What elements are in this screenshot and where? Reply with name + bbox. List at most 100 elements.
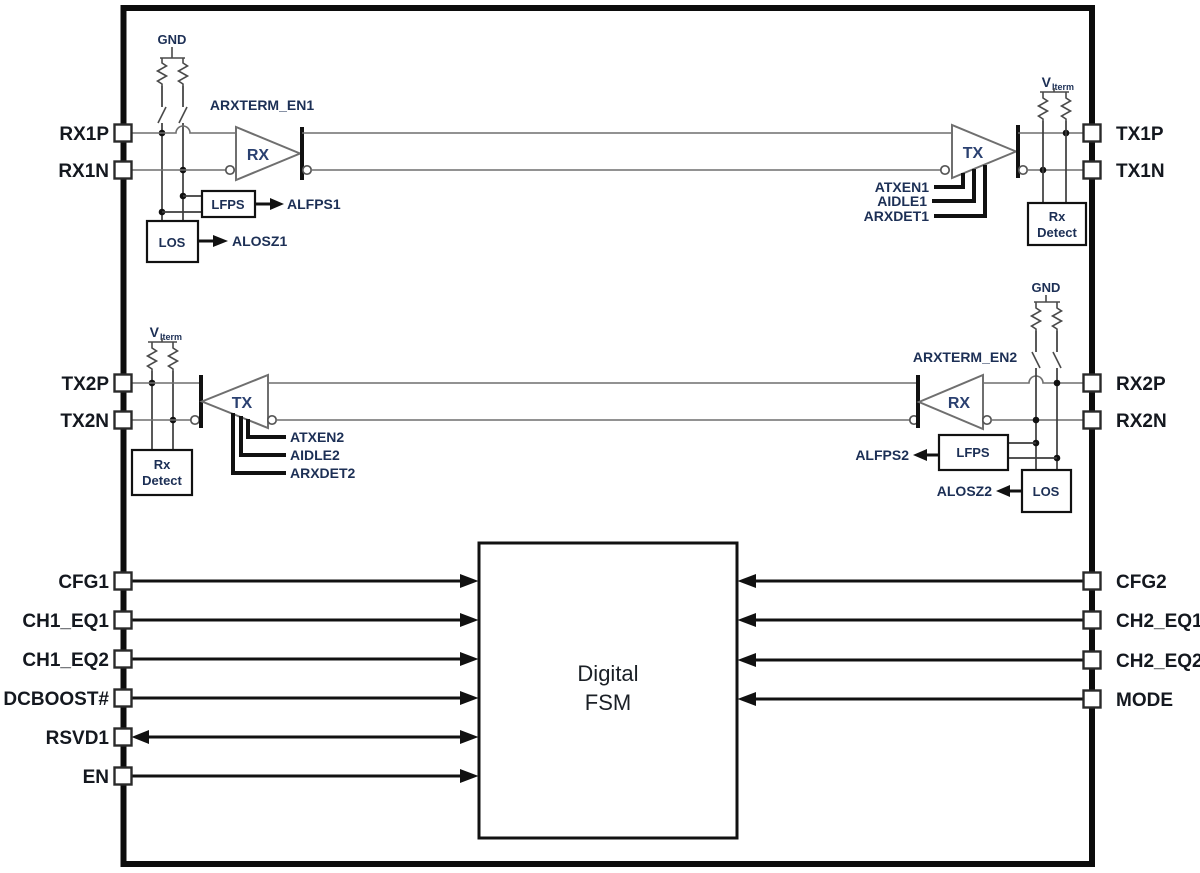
switch — [178, 106, 188, 124]
ch1-lfps-label: LFPS — [211, 197, 245, 212]
pin-dcboost — [113, 688, 133, 708]
fsm-box — [477, 541, 739, 840]
arrowhead — [270, 198, 284, 210]
ch1-los-block: LOS ALOSZ1 — [145, 219, 287, 264]
pin-tx1p — [1082, 123, 1102, 143]
resistor — [1059, 96, 1073, 121]
switch — [157, 106, 167, 124]
chip-outline — [120, 5, 1095, 867]
ch2-viterm-termination: V Iterm Rx Detect — [130, 324, 194, 497]
pin-label-mode: MODE — [1116, 690, 1173, 711]
pin-tx2p — [113, 373, 133, 393]
ch2-alfps-label: ALFPS2 — [855, 447, 909, 463]
ch2-atxen-label: ATXEN2 — [290, 429, 344, 445]
ch1-rx-label: RX — [247, 147, 270, 164]
fsm-right-arrows — [737, 574, 1084, 706]
pins — [113, 123, 1102, 786]
pin-label-ch2-eq1: CH2_EQ1 — [1116, 611, 1200, 632]
switch — [1052, 351, 1062, 369]
ch2-viterm-sub: Iterm — [160, 332, 182, 342]
channel1: GND ARXTERM_EN1 RX — [131, 32, 1088, 264]
resistor — [1029, 306, 1043, 331]
ch2-tx-label: TX — [232, 395, 253, 412]
pin-label-dcboost: DCBOOST# — [3, 689, 109, 710]
pin-label-cfg1: CFG1 — [58, 572, 109, 593]
ch2-los-block: LOS ALOSZ2 — [937, 468, 1073, 514]
pin-en — [113, 766, 133, 786]
resistor — [166, 346, 180, 371]
pin-label-cfg2: CFG2 — [1116, 572, 1167, 593]
fsm-title-line2: FSM — [585, 690, 631, 715]
ch2-alosz-label: ALOSZ2 — [937, 483, 992, 499]
resistor — [1036, 96, 1050, 121]
ch1-rx-triangle — [235, 125, 303, 182]
pin-label-tx1n: TX1N — [1116, 161, 1165, 182]
ch1-gnd-label: GND — [158, 32, 187, 47]
pin-label-rx2n: RX2N — [1116, 411, 1167, 432]
arrowhead — [213, 235, 228, 247]
arrowhead — [996, 485, 1010, 497]
ch1-gnd-termination: GND — [155, 32, 190, 221]
ch1-lfps-block: LFPS ALFPS1 — [162, 189, 341, 219]
ch1-alfps-label: ALFPS1 — [287, 196, 341, 212]
resistor — [145, 346, 159, 371]
ch1-tx-label: TX — [963, 145, 984, 162]
pin-mode — [1082, 689, 1102, 709]
ch2-rxdetect-line2: Detect — [142, 473, 182, 488]
ch2-arxterm-label: ARXTERM_EN2 — [913, 349, 1017, 365]
pin-label-tx2n: TX2N — [60, 411, 109, 432]
pin-ch2-eq2 — [1082, 650, 1102, 670]
ch2-los-label: LOS — [1033, 484, 1060, 499]
pin-label-ch1-eq2: CH1_EQ2 — [22, 650, 109, 671]
ch2-rx-label: RX — [948, 395, 971, 412]
ch2-viterm-label: V — [150, 324, 160, 340]
pin-label-rx1n: RX1N — [58, 161, 109, 182]
pin-label-rx1p: RX1P — [59, 124, 109, 145]
pin-tx1n — [1082, 160, 1102, 180]
pin-label-tx2p: TX2P — [61, 374, 109, 395]
ch1-viterm-label: V — [1042, 74, 1052, 90]
pin-rsvd1 — [113, 727, 133, 747]
ch1-arxterm-label: ARXTERM_EN1 — [210, 97, 314, 113]
ch2-rxdetect-line1: Rx — [154, 457, 171, 472]
ch1-tx-controls: ATXEN1 AIDLE1 ARXDET1 — [864, 165, 987, 224]
ch2-arxdet-label: ARXDET2 — [290, 465, 356, 481]
ch2-lfps-label: LFPS — [956, 445, 990, 460]
ch2-lfps-block: LFPS ALFPS2 — [855, 433, 1057, 472]
ch2-rx-detect-box — [130, 448, 194, 497]
ch1-atxen-label: ATXEN1 — [875, 179, 929, 195]
pin-ch2-eq1 — [1082, 610, 1102, 630]
pin-label-rx2p: RX2P — [1116, 374, 1166, 395]
pin-label-rsvd1: RSVD1 — [46, 728, 110, 749]
ch1-tx-triangle — [951, 123, 1019, 180]
ch1-viterm-sub: Iterm — [1052, 82, 1074, 92]
ch1-los-label: LOS — [159, 235, 186, 250]
ch1-alosz-label: ALOSZ1 — [232, 233, 287, 249]
pin-ch1-eq2 — [113, 649, 133, 669]
pin-rx1p — [113, 123, 133, 143]
channel2: V Iterm Rx Detect TX — [130, 280, 1084, 514]
fsm-section: Digital FSM — [131, 541, 1084, 840]
arrowhead — [913, 449, 927, 461]
ch1-rxdetect-line1: Rx — [1049, 209, 1066, 224]
ch1-arxdet-label: ARXDET1 — [864, 208, 930, 224]
ch1-tx-amp: TX — [939, 123, 1084, 180]
ch2-rx-triangle — [916, 373, 984, 431]
pin-label-ch1-eq1: CH1_EQ1 — [22, 611, 109, 632]
ch2-gnd-label: GND — [1032, 280, 1061, 295]
ch2-aidle-label: AIDLE2 — [290, 447, 340, 463]
pin-tx2n — [113, 410, 133, 430]
ch1-rx-amp: RX — [131, 125, 313, 182]
resistor — [176, 61, 190, 86]
ch2-gnd-termination: GND — [1029, 280, 1064, 470]
pin-cfg2 — [1082, 571, 1102, 591]
fsm-title-line1: Digital — [577, 661, 638, 686]
pin-label-ch2-eq2: CH2_EQ2 — [1116, 651, 1200, 672]
ch1-aidle-label: AIDLE1 — [877, 193, 927, 209]
ch1-viterm-termination: V Iterm Rx Detect — [1026, 74, 1088, 247]
pin-label-en: EN — [83, 767, 109, 788]
pin-cfg1 — [113, 571, 133, 591]
pin-rx2p — [1082, 373, 1102, 393]
switch — [1031, 351, 1041, 369]
